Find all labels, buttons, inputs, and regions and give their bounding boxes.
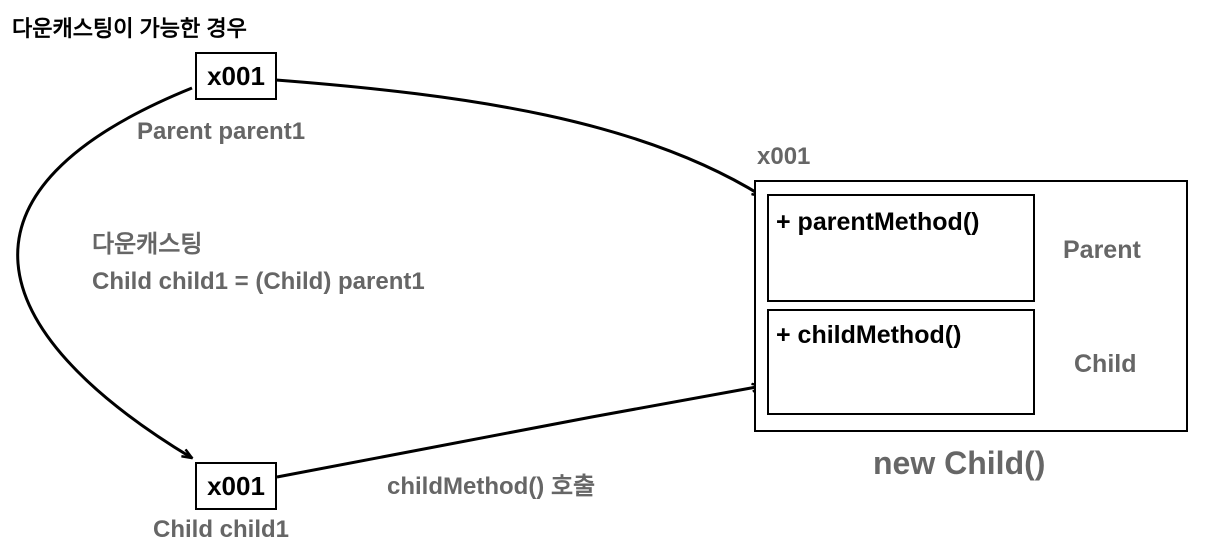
instance-address: x001	[757, 143, 811, 170]
parent1-variable-label: Parent parent1	[137, 118, 306, 145]
instance-caption: new Child()	[873, 445, 1046, 481]
downcast-heading: 다운캐스팅	[92, 231, 203, 258]
child1-address: x001	[207, 470, 265, 501]
child1-reference-box: x001	[195, 462, 277, 510]
arrow-child1-to-child-section	[276, 386, 762, 479]
parent-method: + parentMethod()	[776, 208, 980, 236]
child-method: + childMethod()	[776, 321, 962, 349]
page-title: 다운캐스팅이 가능한 경우	[12, 16, 247, 41]
parent-section: + parentMethod()	[767, 194, 1035, 302]
parent1-address: x001	[207, 60, 265, 91]
downcast-code: Child child1 = (Child) parent1	[92, 268, 425, 295]
child1-variable-label: Child child1	[153, 516, 290, 543]
arrow-parent1-to-instance	[275, 78, 762, 196]
child-instance-box: + parentMethod() + childMethod() Parent …	[754, 180, 1188, 432]
call-label: childMethod() 호출	[387, 473, 596, 500]
arrow-downcast	[16, 86, 192, 458]
parent1-reference-box: x001	[195, 52, 277, 100]
child-section: + childMethod()	[767, 309, 1035, 415]
child-type-label: Child	[1074, 350, 1137, 378]
parent-type-label: Parent	[1063, 236, 1141, 264]
